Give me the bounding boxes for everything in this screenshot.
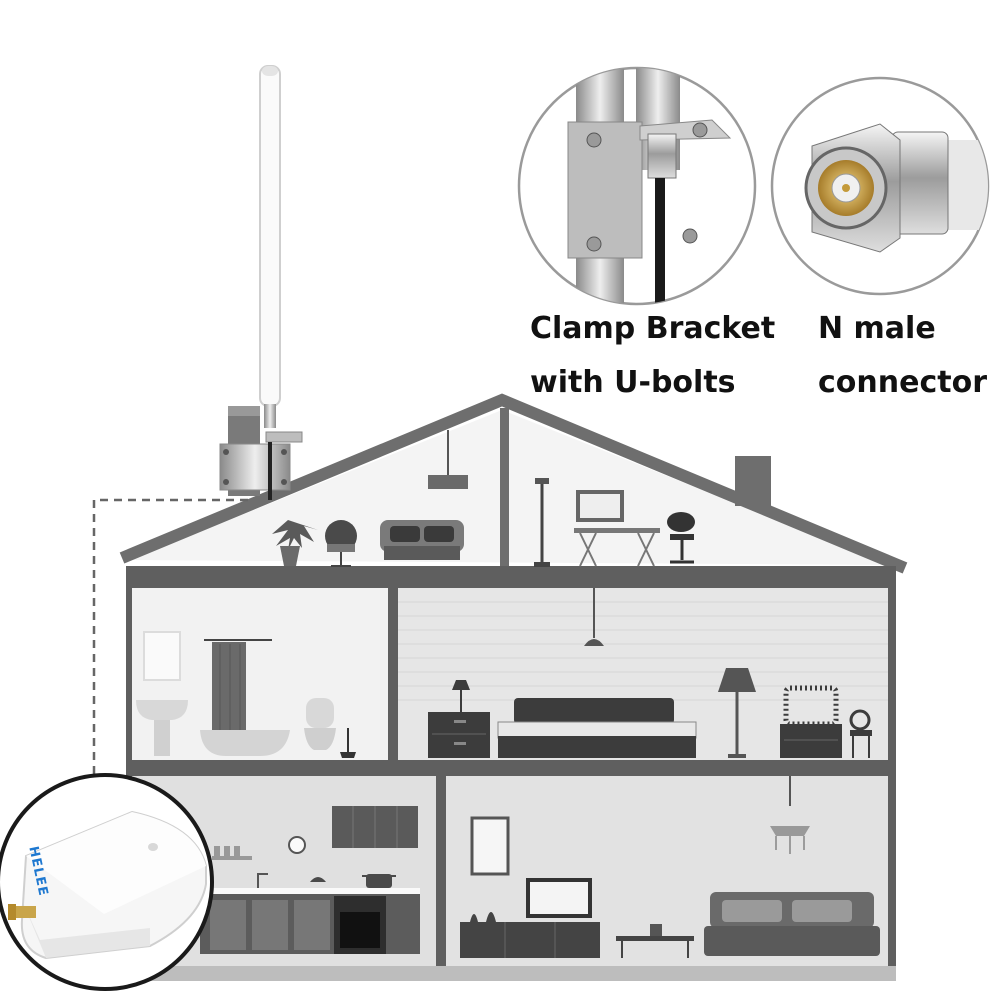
- cooking-pot: [362, 874, 396, 888]
- round-chair: [325, 520, 357, 567]
- oven: [334, 896, 386, 954]
- clamp-bracket-label-line1: Clamp Bracket: [530, 311, 776, 346]
- desk-with-monitor: [574, 490, 660, 567]
- ceiling-lamp: [584, 588, 604, 646]
- clamp-bracket-icon: [567, 68, 732, 304]
- attic-sofa: [380, 520, 464, 560]
- vanity-chair: [849, 709, 872, 758]
- wall-clock: [288, 836, 306, 854]
- shower-curtain: [204, 639, 272, 734]
- clamp-bracket-label-line2: with U-bolts: [530, 365, 736, 400]
- roof: [119, 393, 908, 574]
- sink: [136, 700, 188, 756]
- clamp-bracket-label: Clamp Bracket with U-bolts: [530, 302, 775, 410]
- faucet: [257, 873, 268, 888]
- n-connector-label: N male connector: [818, 302, 987, 410]
- attic-divider: [500, 408, 509, 570]
- toilet: [304, 698, 336, 750]
- nightstand: [428, 680, 490, 758]
- n-connector-label-line1: N male: [818, 311, 936, 346]
- n-connector-label-line2: connector: [818, 365, 987, 400]
- n-connector-callout: [770, 76, 990, 296]
- bathroom-mirror: [143, 631, 181, 681]
- booster-device-icon: [8, 810, 207, 960]
- tv: [526, 878, 592, 918]
- attic-lamp: [428, 430, 468, 489]
- floor-lamp: [534, 478, 550, 567]
- antenna: [219, 65, 303, 500]
- antenna-icon: [259, 65, 281, 407]
- attic-floor: [126, 566, 896, 576]
- office-chair: [667, 512, 695, 564]
- upper-cabinets: [332, 806, 418, 848]
- bed: [497, 698, 697, 758]
- vanity: [780, 685, 842, 758]
- booster-callout: [0, 773, 214, 991]
- antenna-cable: [92, 498, 248, 790]
- plunger: [340, 728, 356, 758]
- kitchen-shelf: [212, 846, 252, 860]
- coffee-table: [616, 924, 694, 958]
- clamp-bracket-callout: [517, 66, 757, 306]
- chandelier: [770, 776, 810, 854]
- bathtub: [200, 730, 290, 756]
- table-lamp: [718, 668, 756, 758]
- tv-cabinet: [460, 912, 600, 958]
- chimney: [735, 456, 771, 506]
- countertop: [200, 888, 420, 954]
- attic-interior: [130, 410, 890, 565]
- ground: [126, 966, 896, 981]
- potted-plant: [272, 520, 318, 566]
- kettle: [310, 877, 326, 882]
- living-sofa: [704, 892, 880, 956]
- wall-picture: [470, 816, 510, 876]
- n-connector-icon: [804, 123, 988, 253]
